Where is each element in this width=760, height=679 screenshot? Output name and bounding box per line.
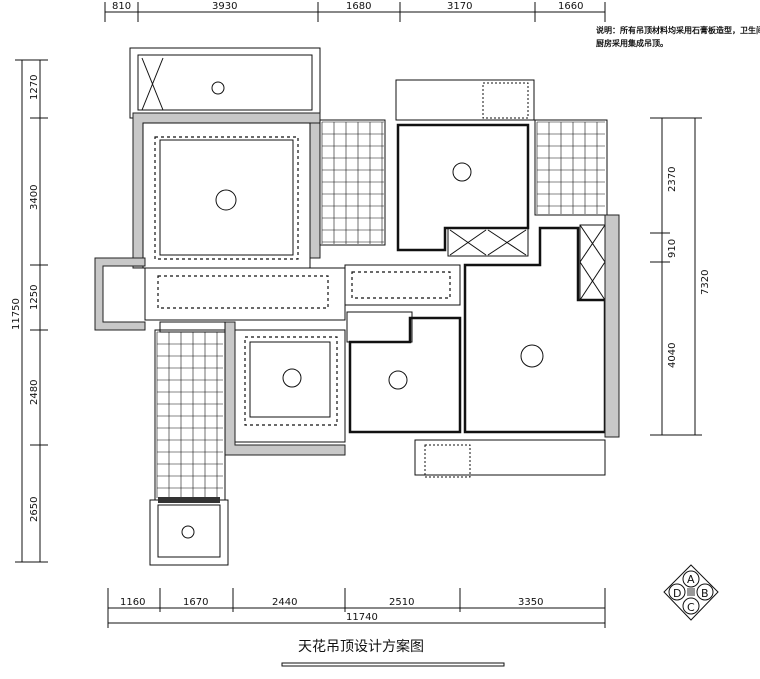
bottom-dimension-chain: 1160 1670 2440 2510 3350 11740 xyxy=(107,588,606,628)
compass-a: A xyxy=(687,573,695,586)
tile-grid xyxy=(321,121,384,244)
compass-symbol: A B C D xyxy=(663,564,719,621)
dim-left-2: 3400 xyxy=(29,185,40,210)
compass-c: C xyxy=(687,601,695,614)
dim-right-1: 2370 xyxy=(667,167,678,192)
chandelier-icon xyxy=(215,189,237,211)
dim-bottom-total: 11740 xyxy=(346,612,378,623)
dim-left-5: 2650 xyxy=(29,497,40,522)
dim-left-3: 1250 xyxy=(29,285,40,310)
dim-bottom-1: 1160 xyxy=(120,597,145,608)
dim-left-4: 2480 xyxy=(29,380,40,405)
floor-plan xyxy=(94,47,620,566)
dim-right-2: 910 xyxy=(667,239,678,258)
dim-bottom-4: 2510 xyxy=(389,597,414,608)
compass-d: D xyxy=(673,587,681,600)
top-dimension-chain: 810 3930 1680 3170 1660 xyxy=(104,1,606,22)
note-line-2: 厨房采用集成吊顶。 xyxy=(596,38,668,48)
drawing-title: 天花吊顶设计方案图 xyxy=(298,638,424,655)
title-underline xyxy=(281,662,505,667)
dim-left-1: 1270 xyxy=(29,75,40,100)
tile-grid xyxy=(156,331,223,498)
dim-right-3: 4040 xyxy=(667,343,678,368)
dim-top-3: 1680 xyxy=(346,1,371,12)
left-dimension-chain: 1270 3400 1250 2480 2650 11750 xyxy=(11,59,48,563)
dim-left-total: 11750 xyxy=(11,298,22,330)
chandelier-icon xyxy=(282,368,302,388)
right-dimension-chain: 2370 910 4040 7320 xyxy=(650,117,711,436)
tile-grid xyxy=(536,121,605,214)
dim-bottom-3: 2440 xyxy=(272,597,297,608)
dim-right-total: 7320 xyxy=(700,270,711,295)
dim-top-1: 810 xyxy=(112,1,131,12)
dim-bottom-2: 1670 xyxy=(183,597,208,608)
compass-b: B xyxy=(701,587,709,600)
dim-top-5: 1660 xyxy=(558,1,583,12)
note-line-1: 说明：所有吊顶材料均采用石膏板造型，卫生间、 xyxy=(596,25,760,35)
dim-top-2: 3930 xyxy=(212,1,237,12)
dim-top-4: 3170 xyxy=(447,1,472,12)
dim-bottom-5: 3350 xyxy=(518,597,543,608)
